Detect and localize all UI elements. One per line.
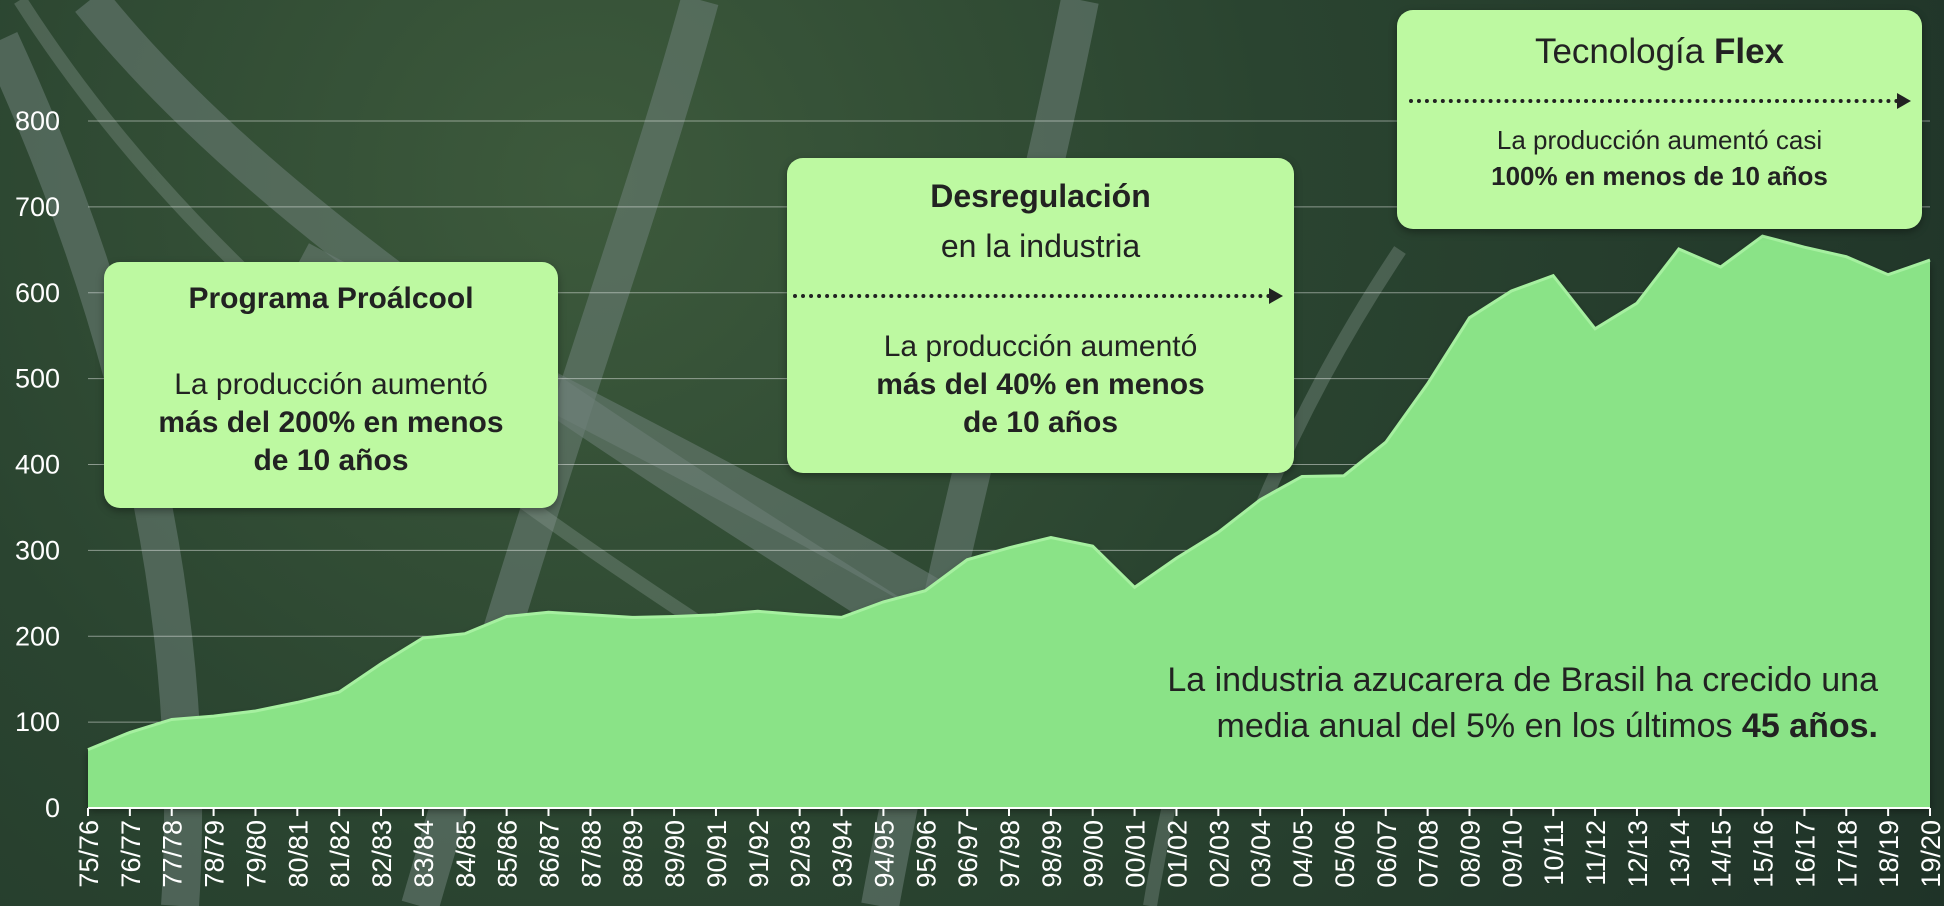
x-tick-label: 79/80 [241,820,271,888]
x-tick-label: 15/16 [1749,820,1779,888]
y-axis-labels: 0 100 200 300 400 500 600 700 800 [15,106,60,823]
x-tick-label: 85/86 [493,820,523,888]
y-tick-label: 500 [15,364,60,394]
x-tick-label: 95/96 [911,820,941,888]
x-tick-label: 80/81 [283,820,313,888]
x-tick-label: 18/19 [1874,820,1904,888]
x-tick-label: 05/06 [1330,820,1360,888]
desregulacion-line3: de 10 años [962,406,1119,439]
production-area-edge [87,234,1931,751]
y-tick-label: 100 [15,707,60,737]
y-tick-label: 400 [15,450,60,480]
y-tick-label: 600 [15,278,60,308]
x-tick-label: 12/13 [1623,820,1653,888]
y-tick-label: 0 [45,793,60,823]
desregulacion-text: La producción aumentó más del 40% en men… [787,328,1294,442]
x-tick-label: 13/14 [1665,820,1695,888]
flex-arrow-icon [1897,93,1911,109]
x-tick-label: 16/17 [1790,820,1820,888]
x-tick-label: 78/79 [200,820,230,888]
x-tick-label: 99/00 [1079,820,1109,888]
x-tick-label: 09/10 [1497,820,1527,888]
desregulacion-subtitle: en la industria [940,228,1141,264]
x-tick-label: 11/12 [1581,820,1611,886]
flex-title-plain: Tecnología [1534,32,1714,71]
x-tick-label: 02/03 [1204,820,1234,888]
footnote-line2-plain: media anual del 5% en los últimos [1216,707,1742,745]
x-tick-label: 90/91 [702,820,732,888]
x-tick-label: 19/20 [1916,820,1944,888]
x-tick-label: 84/85 [451,820,481,888]
footnote-line2: media anual del 5% en los últimos 45 año… [978,703,1878,749]
flex-title: Tecnología Flex [1397,32,1922,72]
x-tick-label: 88/89 [618,820,648,888]
proalcool-text: La producción aumentó más del 200% en me… [104,366,558,480]
x-tick-label: 93/94 [828,820,858,888]
proalcool-line3: de 10 años [253,444,409,477]
proalcool-card: Programa Proálcool La producción aumentó… [104,262,558,508]
x-tick-label: 83/84 [409,820,439,888]
flex-text: La producción aumentó casi 100% en menos… [1397,122,1922,194]
x-tick-label: 81/82 [325,820,355,888]
desregulacion-arrow-line [793,294,1271,298]
x-tick-label: 86/87 [535,820,565,888]
footnote-line2-bold: 45 años. [1741,707,1878,745]
y-tick-label: 800 [15,106,60,136]
x-tick-label: 00/01 [1121,820,1151,888]
flex-line1: La producción aumentó casi [1496,125,1823,155]
x-tick-label: 03/04 [1246,820,1276,888]
x-tick-label: 14/15 [1707,820,1737,888]
x-tick-label: 76/77 [116,820,146,888]
flex-title-bold: Flex [1713,32,1785,71]
desregulacion-title: Desregulación [930,178,1151,214]
x-tick-label: 07/08 [1414,820,1444,888]
proalcool-title: Programa Proálcool [188,282,474,315]
x-tick-label: 91/92 [744,820,774,888]
x-tick-label: 94/95 [869,820,899,888]
x-tick-label: 10/11 [1539,820,1569,886]
x-tick-label: 08/09 [1456,820,1486,888]
x-tick-label: 92/93 [786,820,816,888]
x-tick-label: 06/07 [1372,820,1402,888]
footnote-line1: La industria azucarera de Brasil ha crec… [1167,661,1878,699]
x-tick-label: 87/88 [576,820,606,888]
x-tick-label: 75/76 [74,820,104,888]
x-tick-label: 89/90 [660,820,690,888]
growth-footnote: La industria azucarera de Brasil ha crec… [978,657,1878,749]
flex-card: Tecnología Flex La producción aumentó ca… [1397,10,1922,229]
x-axis-labels: 75/76 76/77 77/78 78/79 79/80 80/81 81/82 82/83… [74,808,1944,888]
y-tick-label: 200 [15,621,60,651]
x-tick-label: 17/18 [1832,820,1862,888]
production-area [88,236,1930,809]
desregulacion-line2: más del 40% en menos [876,368,1205,401]
x-tick-label: 01/02 [1162,820,1192,888]
flex-line2: 100% en menos de 10 años [1491,161,1828,191]
flex-arrow-line [1409,99,1899,103]
x-tick-label: 77/78 [158,820,188,888]
y-tick-label: 300 [15,535,60,565]
x-tick-label: 82/83 [367,820,397,888]
proalcool-line2: más del 200% en menos [158,406,504,439]
proalcool-line1: La producción aumentó [174,368,488,401]
desregulacion-arrow-icon [1269,288,1283,304]
desregulacion-card: Desregulación en la industria La producc… [787,158,1294,473]
desregulacion-line1: La producción aumentó [883,330,1198,363]
x-tick-label: 04/05 [1288,820,1318,888]
x-tick-label: 96/97 [953,820,983,888]
x-tick-label: 97/98 [995,820,1025,888]
y-tick-label: 700 [15,192,60,222]
x-tick-label: 98/99 [1037,820,1067,888]
